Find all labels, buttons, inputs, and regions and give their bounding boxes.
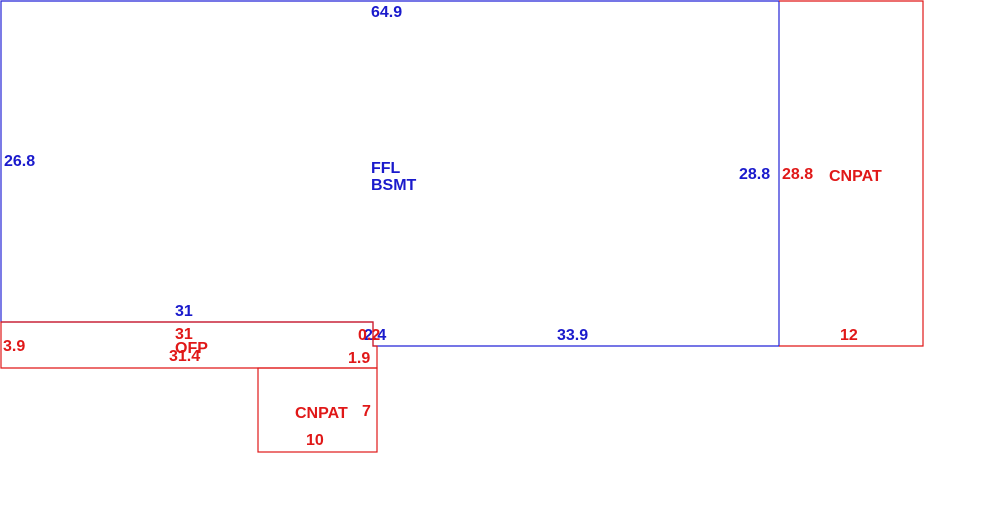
- main-label-ffl: FFL: [371, 160, 401, 177]
- ofp-outline: [0, 321, 378, 369]
- canopy-right-label: CNPAT: [829, 168, 882, 185]
- main-label-bsmt: BSMT: [371, 177, 417, 194]
- main-dim-bottom-right: 33.9: [557, 327, 588, 344]
- main-dim-right: 28.8: [739, 166, 770, 183]
- main-dim-top: 64.9: [371, 4, 402, 21]
- canopy-right-outline: [779, 0, 924, 347]
- ofp-dim-bottom: 31.4: [169, 348, 200, 365]
- ofp-dim-right: 1.9: [348, 350, 370, 367]
- ofp-dim-left: 3.9: [3, 338, 25, 355]
- canopy-bottom-label: CNPAT: [295, 405, 348, 422]
- ofp-dim-step: 0.2: [358, 327, 380, 344]
- canopy-bottom-dim-bottom: 10: [306, 432, 324, 449]
- canopy-bottom-outline: [257, 367, 378, 453]
- canopy-bottom-dim-right: 7: [362, 403, 371, 420]
- canopy-right-dim-left: 28.8: [782, 166, 813, 183]
- main-dim-left: 26.8: [4, 153, 35, 170]
- ofp-label: OFP: [175, 340, 208, 357]
- main-dim-bottom-left: 31: [175, 303, 193, 320]
- canopy-right-dim-bottom: 12: [840, 327, 858, 344]
- main-dim-step: 2.4: [364, 327, 386, 344]
- ofp-dim-top: 31: [175, 326, 193, 343]
